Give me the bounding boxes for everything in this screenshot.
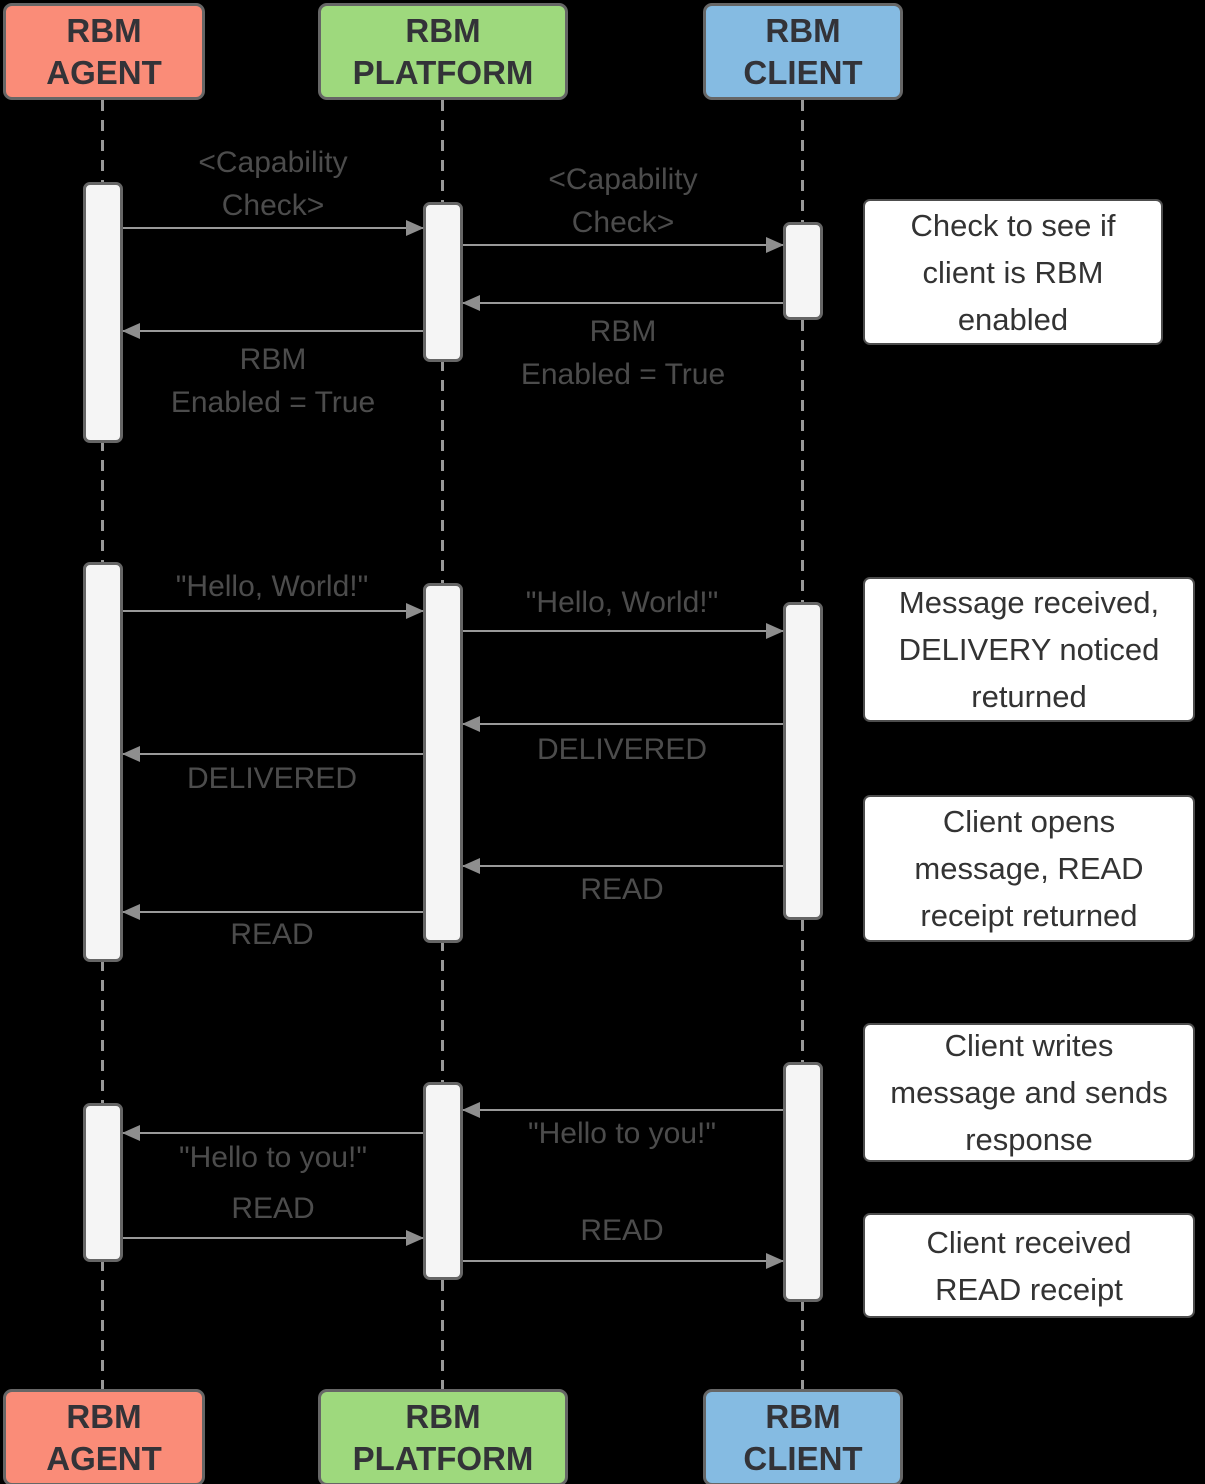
activation-platform-1: [423, 202, 463, 362]
arrow-read-client-to-platform: [462, 858, 783, 874]
message-label: <Capability Check>: [198, 146, 348, 222]
activation-client-2: [783, 602, 823, 920]
message-label: DELIVERED: [536, 733, 708, 766]
activation-agent-1: [83, 182, 123, 443]
arrow-enabled-client-to-platform: [462, 295, 783, 311]
arrow-delivered-platform-to-agent: [122, 746, 423, 762]
note-client-opens: Client opens message, READ receipt retur…: [863, 795, 1195, 942]
actor-rbm-platform-bottom: RBM PLATFORM: [318, 1389, 568, 1484]
activation-platform-2: [423, 583, 463, 943]
arrow-enabled-platform-to-agent: [122, 323, 423, 339]
arrow-delivered-client-to-platform: [462, 716, 783, 732]
message-label: RBM Enabled = True: [170, 343, 376, 419]
activation-agent-3: [83, 1103, 123, 1262]
note-client-writes: Client writes message and sends response: [863, 1023, 1195, 1162]
arrow-read-agent-to-platform: [123, 1230, 424, 1246]
message-label: "Hello to you!": [178, 1141, 368, 1174]
actor-rbm-client-bottom: RBM CLIENT: [703, 1389, 903, 1484]
actor-rbm-agent-bottom: RBM AGENT: [3, 1389, 205, 1484]
activation-client-3: [783, 1062, 823, 1302]
actor-rbm-agent-top: RBM AGENT: [3, 3, 205, 100]
message-label: READ: [580, 873, 664, 906]
message-label: "Hello, World!": [175, 570, 369, 603]
message-label: READ: [230, 918, 314, 951]
actor-rbm-platform-top: RBM PLATFORM: [318, 3, 568, 100]
arrow-capability-agent-to-platform: [123, 220, 424, 236]
arrow-helloworld-platform-to-client: [463, 623, 784, 639]
message-label: "Hello, World!": [525, 586, 719, 619]
message-label: RBM Enabled = True: [520, 315, 726, 391]
activation-agent-2: [83, 562, 123, 962]
actor-rbm-client-top: RBM CLIENT: [703, 3, 903, 100]
arrow-helloyou-client-to-platform: [462, 1102, 783, 1118]
message-label: READ: [231, 1192, 315, 1225]
activation-platform-3: [423, 1082, 463, 1280]
arrow-helloworld-agent-to-platform: [123, 603, 424, 619]
note-message-received: Message received, DELIVERY noticed retur…: [863, 577, 1195, 722]
activation-client-1: [783, 222, 823, 320]
message-label: <Capability Check>: [548, 163, 698, 239]
arrow-read-platform-to-agent: [122, 904, 423, 920]
message-label: "Hello to you!": [527, 1117, 717, 1150]
note-capability-check: Check to see if client is RBM enabled: [863, 199, 1163, 345]
message-label: READ: [580, 1214, 664, 1247]
arrow-helloyou-platform-to-agent: [122, 1125, 423, 1141]
arrow-capability-platform-to-client: [463, 237, 784, 253]
message-label: DELIVERED: [186, 762, 358, 795]
arrow-read-platform-to-client: [463, 1253, 784, 1269]
note-client-received-read: Client received READ receipt: [863, 1213, 1195, 1318]
